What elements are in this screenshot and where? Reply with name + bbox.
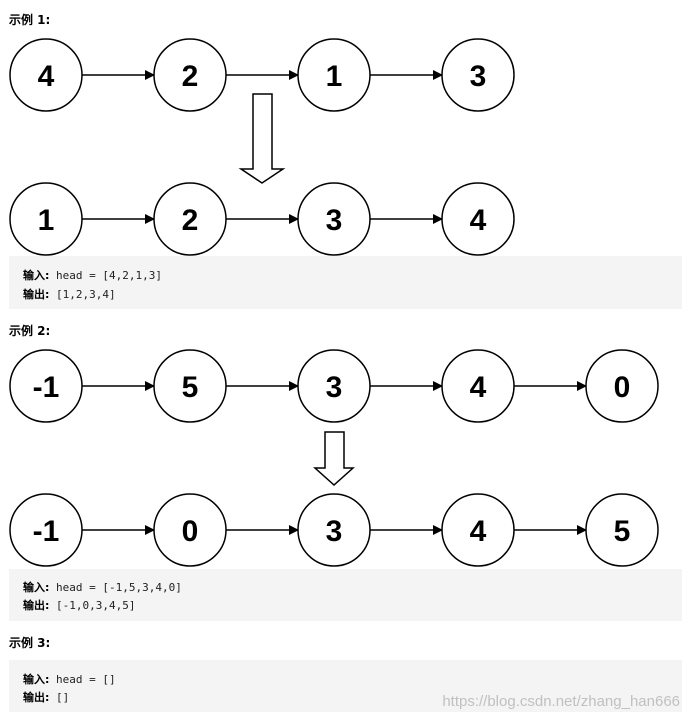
node-value: 0 (182, 515, 199, 548)
node-value: 4 (38, 60, 55, 93)
node-value: -1 (33, 515, 60, 548)
node-value: 5 (182, 371, 199, 404)
output-label: 输出: (23, 691, 50, 704)
node-value: 0 (614, 371, 631, 404)
example-1-transform-arrow (238, 93, 286, 184)
output-label: 输出: (23, 599, 50, 612)
node-value: 3 (326, 515, 343, 548)
example-2-diagram: -1 5 3 4 0 -1 0 3 4 5 (9, 349, 659, 567)
output-value: [-1,0,3,4,5] (56, 599, 136, 612)
input-value: head = [-1,5,3,4,0] (56, 581, 182, 594)
output-value: [] (56, 691, 70, 704)
example-2-transform-arrow (313, 431, 355, 487)
node-value: 4 (470, 515, 487, 548)
example-2-code: 输入: head = [-1,5,3,4,0] 输出: [-1,0,3,4,5] (9, 569, 682, 621)
example-2-title: 示例 2: (9, 324, 51, 338)
example-1-after-list: 1 2 3 4 (9, 182, 515, 256)
node-value: 4 (470, 204, 487, 237)
input-label: 输入: (23, 269, 50, 282)
node-value: 1 (38, 204, 55, 237)
list-node (441, 182, 515, 256)
node-value: 2 (182, 204, 199, 237)
example-2-before-list: -1 5 3 4 0 (9, 349, 659, 423)
input-label: 输入: (23, 581, 50, 594)
example-2-after-list: -1 0 3 4 5 (9, 493, 659, 567)
output-value: [1,2,3,4] (56, 288, 116, 301)
node-value: 1 (326, 60, 343, 93)
example-1-before-list: 4 2 1 3 (9, 38, 515, 112)
example-1-code: 输入: head = [4,2,1,3] 输出: [1,2,3,4] (9, 256, 682, 309)
node-value: 3 (470, 60, 487, 93)
example-1-diagram: 4 2 1 3 1 2 3 4 (9, 38, 515, 256)
input-label: 输入: (23, 673, 50, 686)
example-3-code: 输入: head = [] 输出: [] (9, 660, 682, 712)
example-3-title: 示例 3: (9, 636, 51, 650)
example-1-title: 示例 1: (9, 13, 51, 27)
list-node (585, 349, 659, 423)
list-node (585, 493, 659, 567)
node-value: 5 (614, 515, 631, 548)
output-label: 输出: (23, 288, 50, 301)
node-value: -1 (33, 371, 60, 404)
node-value: 2 (182, 60, 199, 93)
input-value: head = [] (56, 673, 116, 686)
input-value: head = [4,2,1,3] (56, 269, 162, 282)
list-node (441, 38, 515, 112)
node-value: 4 (470, 371, 487, 404)
watermark: https://blog.csdn.net/zhang_han666 (442, 693, 680, 710)
node-value: 3 (326, 371, 343, 404)
node-value: 3 (326, 204, 343, 237)
